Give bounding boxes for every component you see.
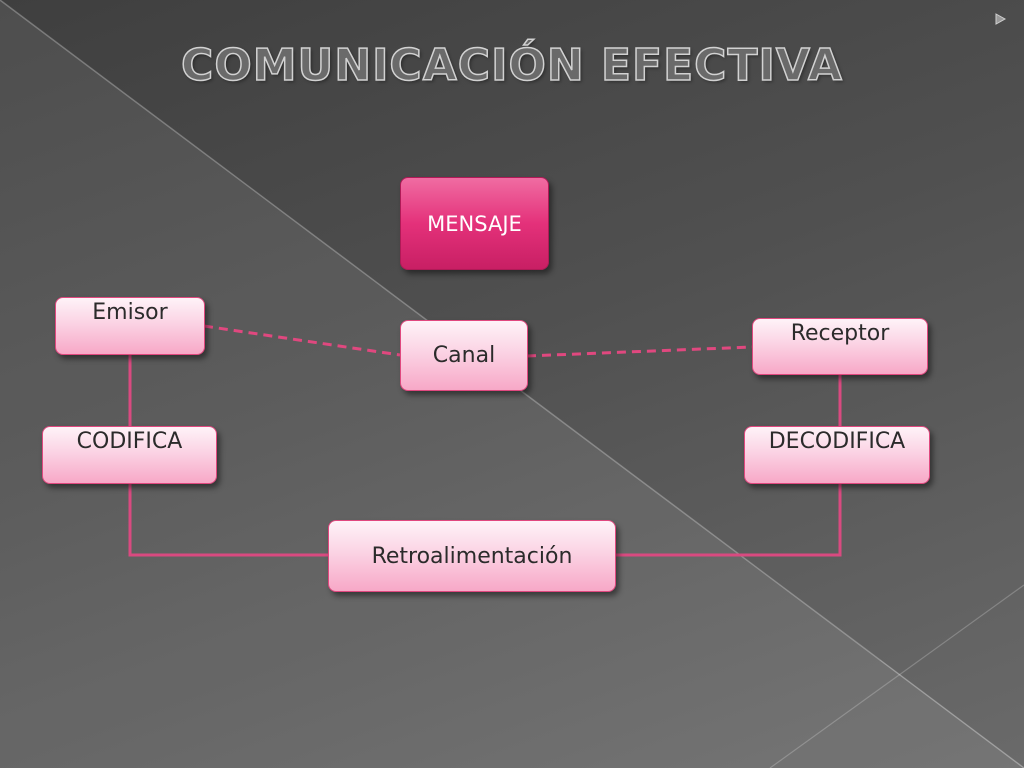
connector-codifica-retroalimentacion bbox=[128, 484, 328, 557]
connector-decodifica-retroalimentacion bbox=[616, 484, 842, 557]
node-codifica: CODIFICA bbox=[42, 426, 217, 484]
node-decodifica: DECODIFICA bbox=[744, 426, 930, 484]
connector-emisor-canal bbox=[203, 324, 401, 357]
node-canal: Canal bbox=[400, 320, 528, 391]
connector-canal-receptor bbox=[526, 345, 753, 358]
node-emisor: Emisor bbox=[55, 297, 205, 355]
node-receptor: Receptor bbox=[752, 318, 928, 375]
node-mensaje: MENSAJE bbox=[400, 177, 549, 270]
node-retroalimentacion: Retroalimentación bbox=[328, 520, 616, 592]
slide-title: COMUNICACIÓN EFECTIVA bbox=[180, 39, 843, 92]
chevron-right-icon[interactable] bbox=[994, 12, 1008, 26]
